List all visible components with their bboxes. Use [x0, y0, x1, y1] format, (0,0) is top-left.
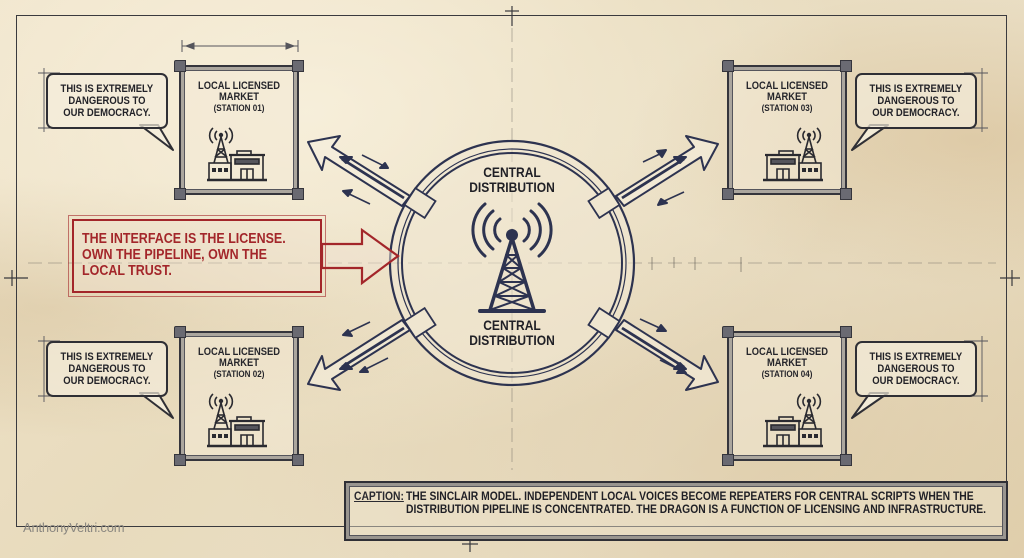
station-title-line2: MARKET [218, 91, 260, 103]
caption-box: CAPTION: THE SINCLAIR MODEL. INDEPENDENT… [344, 481, 1008, 541]
station-subtitle: (STATION 02) [213, 369, 265, 380]
station-title: LOCAL LICENSED [746, 346, 828, 358]
pipe-arrows [307, 135, 719, 391]
station-title: LOCAL LICENSED [746, 80, 828, 92]
pipe-arrow-station-02 [307, 319, 411, 391]
pipe-arrow-station-03 [615, 135, 719, 207]
watermark: AnthonyVeltri.com [23, 520, 125, 535]
station-subtitle: (STATION 03) [761, 103, 813, 114]
hub-label-bottom: CENTRAL DISTRIBUTION [469, 317, 555, 348]
station-title-line2: MARKET [766, 91, 808, 103]
station-title-line2: MARKET [218, 357, 260, 369]
speech-bubble-station-03: THIS IS EXTREMELY DANGEROUS TO OUR DEMOC… [855, 73, 977, 129]
callout-arrow-icon [320, 227, 400, 286]
station-card-01: LOCAL LICENSED MARKET (STATION 01) [174, 60, 304, 200]
speech-bubble-station-01: THIS IS EXTREMELY DANGEROUS TO OUR DEMOC… [46, 73, 168, 129]
station-title: LOCAL LICENSED [198, 346, 280, 358]
station-card-04: LOCAL LICENSED MARKET (STATION 04) [722, 326, 852, 466]
station-card-02: LOCAL LICENSED MARKET (STATION 02) [174, 326, 304, 466]
station-card-03: LOCAL LICENSED MARKET (STATION 03) [722, 60, 852, 200]
station-subtitle: (STATION 04) [761, 369, 813, 380]
speech-bubble-station-02: THIS IS EXTREMELY DANGEROUS TO OUR DEMOC… [46, 341, 168, 397]
tower-and-building-icon [207, 127, 267, 182]
callout-box: THE INTERFACE IS THE LICENSE. OWN THE PI… [68, 215, 326, 297]
tower-and-building-icon [207, 393, 267, 448]
caption-label: CAPTION: [354, 489, 404, 503]
speech-bubble-station-04: THIS IS EXTREMELY DANGEROUS TO OUR DEMOC… [855, 341, 977, 397]
hub-label-top: CENTRAL DISTRIBUTION [469, 164, 555, 195]
pipe-collars [403, 186, 621, 340]
tower-and-building-icon [763, 393, 823, 448]
station-title: LOCAL LICENSED [198, 80, 280, 92]
station-subtitle: (STATION 01) [213, 103, 265, 114]
station-title-line2: MARKET [766, 357, 808, 369]
tower-and-building-icon [763, 127, 823, 182]
caption-text: THE SINCLAIR MODEL. INDEPENDENT LOCAL VO… [406, 489, 987, 516]
pipe-arrow-station-04 [615, 318, 719, 391]
